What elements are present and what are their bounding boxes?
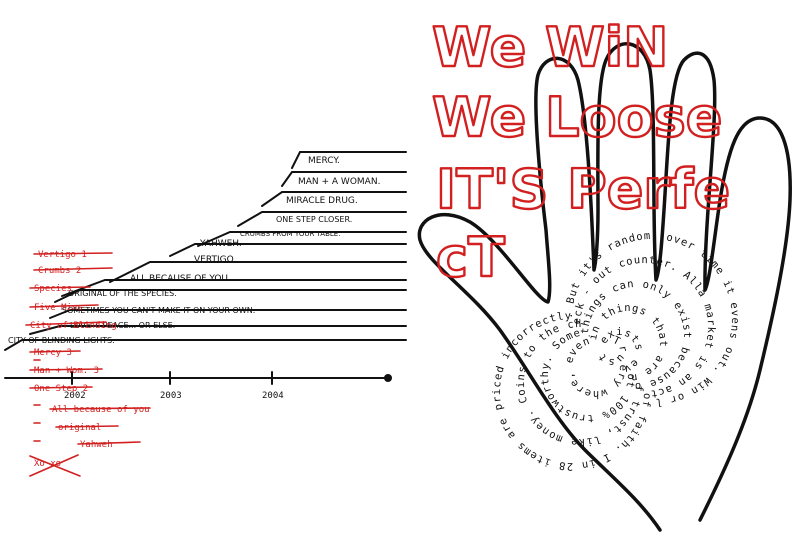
step-line-2 — [281, 171, 407, 187]
step-label-2: MAN + A WOMAN. — [298, 177, 380, 187]
step-line-7 — [109, 261, 407, 283]
crossed-item-7: Man + Wom. 3 — [34, 366, 99, 376]
hand-title-line-3: IT'S Perfe — [436, 158, 730, 221]
crossed-item-5: City of Blinding — [30, 321, 117, 331]
step-line-8 — [61, 279, 407, 297]
year-labels: 2002 2003 2004 — [64, 391, 284, 401]
hand-outline — [417, 42, 792, 532]
step-label-6: YAHWEH. — [199, 239, 242, 249]
year-2004: 2004 — [262, 391, 284, 401]
axis-end-dot — [384, 374, 392, 382]
step-line-3 — [261, 191, 407, 207]
crossed-item-11: Yahweh — [80, 440, 113, 450]
step-label-5: CRUMBS FROM YOUR TABLE. — [240, 230, 340, 238]
crossed-item-4: Five Mins — [34, 303, 83, 313]
timeline-labels: MERCY. MAN + A WOMAN. MIRACLE DRUG. ONE … — [8, 156, 380, 345]
step-line-11 — [29, 325, 407, 335]
crossed-item-2: Crumbs 2 — [38, 266, 81, 276]
crossed-item-1: Vertigo 1 — [38, 250, 87, 260]
step-label-10: SOMETIMES YOU CAN'T MAKE IT ON YOUR OWN. — [62, 306, 255, 315]
step-line-10 — [49, 309, 407, 319]
step-label-1: MERCY. — [308, 156, 340, 166]
step-label-4: ONE STEP CLOSER. — [276, 215, 352, 224]
strike-lines — [25, 252, 151, 477]
step-label-12: CITY OF BLINDING LIGHTS. — [8, 336, 115, 345]
year-2002: 2002 — [64, 391, 86, 401]
hand-title: We WiN We Loose IT'S Perfe cT — [431, 15, 732, 290]
step-line-1 — [291, 151, 407, 169]
hand-title-line-2: We Loose — [432, 86, 722, 149]
step-line-6 — [169, 243, 407, 257]
crossed-out-list: Vertigo 1 Crumbs 2 Species Five Mins Cit… — [30, 250, 150, 469]
step-label-9: ORIGINAL OF THE SPECIES. — [68, 289, 177, 298]
crossed-item-10: original — [58, 423, 101, 433]
year-2003: 2003 — [160, 391, 182, 401]
step-label-7: VERTIGO. — [194, 255, 236, 265]
step-label-3: MIRACLE DRUG. — [286, 196, 358, 206]
crossed-item-12: Xo xo — [34, 459, 61, 469]
step-line-12 — [4, 339, 407, 351]
step-line-5 — [197, 231, 407, 247]
hand-title-line-1: We WiN — [432, 16, 668, 79]
hand-title-line-4: cT — [436, 226, 505, 289]
timeline-staircase — [4, 151, 407, 385]
step-label-8: ALL BECAUSE OF YOU. — [130, 274, 231, 284]
step-label-11: LOVE + PEACE... OR ELSE. — [70, 321, 175, 330]
step-line-4 — [237, 211, 407, 227]
crossed-item-3: Species — [34, 284, 72, 294]
crossed-item-8: One Step 2 — [34, 384, 88, 394]
crossed-item-6: Mercy 3 — [34, 348, 72, 358]
crossed-item-9: All because of you — [52, 405, 150, 415]
